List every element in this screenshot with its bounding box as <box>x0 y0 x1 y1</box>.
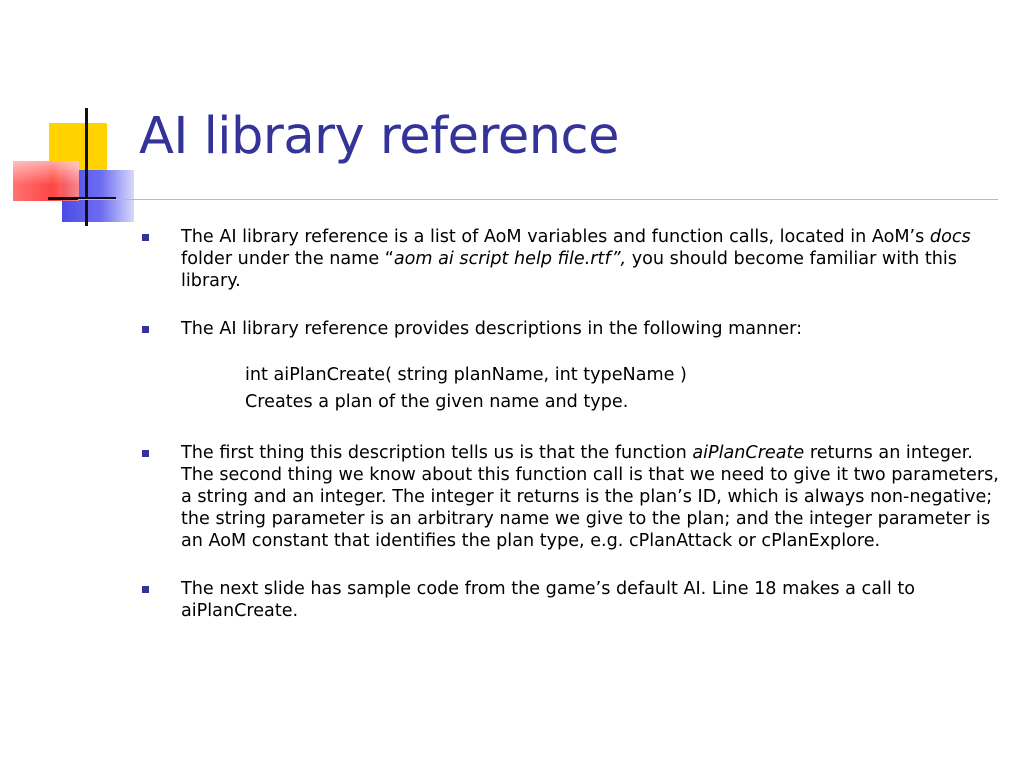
horizontal-line-decoration <box>48 197 116 200</box>
bullet-text: The first thing this description tells u… <box>181 443 999 551</box>
help-file-name: aom ai script help file.rtf”, <box>393 249 627 269</box>
vertical-line-decoration <box>85 108 88 226</box>
bullet-list: The AI library reference is a list of Ao… <box>141 226 1003 648</box>
bullet-square-icon <box>142 586 149 593</box>
bullet-item-library-location: The AI library reference is a list of Ao… <box>141 226 1003 292</box>
function-example: int aiPlanCreate( string planName, int t… <box>245 362 1003 416</box>
function-signature: int aiPlanCreate( string planName, int t… <box>245 365 687 385</box>
function-description: Creates a plan of the given name and typ… <box>245 392 629 412</box>
docs-folder-name: docs <box>929 227 971 247</box>
bullet-square-icon <box>142 234 149 241</box>
title-underline-rule <box>78 199 998 200</box>
bullet-item-next-slide: The next slide has sample code from the … <box>141 578 1003 622</box>
function-name: aiPlanCreate <box>692 443 805 463</box>
bullet-square-icon <box>142 326 149 333</box>
bullet-square-icon <box>142 450 149 457</box>
bullet-text: The AI library reference provides descri… <box>181 319 803 339</box>
bullet-item-explanation: The first thing this description tells u… <box>141 442 1003 552</box>
bullet-item-description-format: The AI library reference provides descri… <box>141 318 1003 340</box>
slide-title: AI library reference <box>139 107 619 166</box>
bullet-text: The next slide has sample code from the … <box>181 579 916 621</box>
bullet-text: The AI library reference is a list of Ao… <box>181 227 971 291</box>
red-square-highlight <box>13 161 79 201</box>
